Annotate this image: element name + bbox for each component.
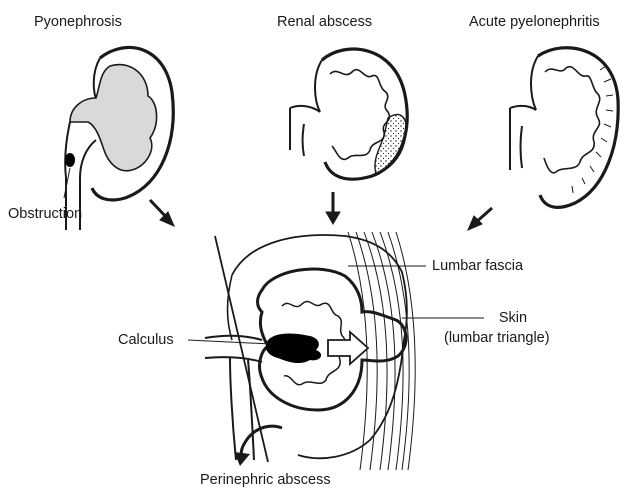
abscess-region: [375, 115, 406, 174]
label-lumbar-fascia: Lumbar fascia: [432, 258, 523, 275]
arrow-from-pyonephrosis: [150, 200, 174, 226]
label-skin: Skin: [478, 310, 548, 327]
label-pyonephrosis: Pyonephrosis: [34, 14, 122, 31]
acute-pyelonephritis-kidney: [510, 48, 618, 208]
label-obstruction: Obstruction: [8, 206, 82, 223]
calculus-stone: [266, 334, 321, 364]
label-acute-pyelonephritis: Acute pyelonephritis: [469, 14, 600, 31]
obstruction-stone: [65, 153, 75, 167]
renal-abscess-kidney: [290, 49, 407, 179]
arrow-from-acute-pyelonephritis: [468, 208, 492, 230]
label-perinephric-abscess: Perinephric abscess: [200, 472, 331, 489]
label-renal-abscess: Renal abscess: [277, 14, 372, 31]
perinephric-abscess-figure: [205, 232, 415, 470]
progression-arrows: [150, 192, 492, 230]
pus-filled-pelvis: [70, 65, 157, 171]
label-calculus: Calculus: [118, 332, 174, 349]
label-lumbar-triangle: (lumbar triangle): [444, 330, 550, 347]
arrow-from-renal-abscess: [326, 192, 340, 224]
pyonephrosis-kidney: [65, 47, 173, 230]
leader-lines: [64, 168, 484, 344]
